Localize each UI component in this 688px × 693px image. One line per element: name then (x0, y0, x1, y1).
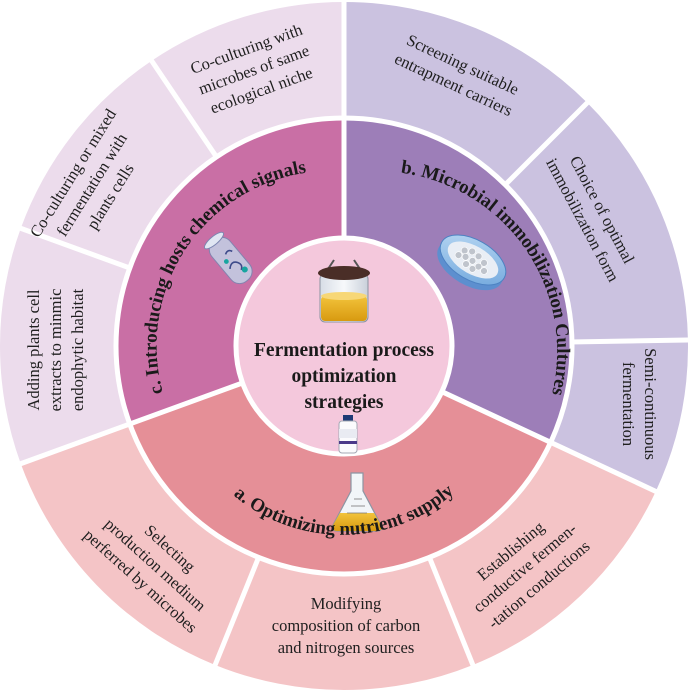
center-title-line-2: optimization (291, 366, 396, 387)
center-title-line-1: Fermentation process (254, 340, 434, 361)
outer-label-line: Adding plants cell (24, 289, 43, 410)
cell-tube-icon (203, 231, 253, 285)
outer-separator (18, 225, 133, 272)
outer-label-line: and nitrogen sources (278, 638, 415, 657)
outer-label-line: endophytic habitat (68, 288, 87, 411)
medium-bottle-icon (338, 415, 358, 454)
outer-separator (18, 420, 133, 467)
outer-segment-c3 (151, 2, 344, 157)
outer-label-b3: Semi-continuousfermentation (619, 348, 660, 460)
outer-segment-b1 (344, 2, 588, 185)
immobilization-dish-icon (437, 234, 507, 291)
ring-separators (18, 0, 688, 668)
outer-segment-b2 (505, 102, 688, 343)
outer-label-line: composition of carbon (272, 616, 420, 635)
outer-label-a2: Modifying composition of carbon and nitrog… (272, 594, 420, 657)
outer-separator (547, 439, 659, 495)
center-title-line-3: strategies (304, 392, 383, 413)
middle-separator (439, 388, 554, 446)
outer-label-line: Modifying (311, 594, 382, 613)
ring-boundary (113, 115, 575, 577)
outer-separator (426, 554, 476, 668)
middle-separator (127, 379, 246, 428)
outer-separator (212, 554, 262, 668)
outer-segment-c1 (0, 228, 130, 464)
outer-segment-a1 (20, 423, 259, 665)
flask-icon (331, 472, 383, 532)
outer-label-line: extracts to minmic (46, 289, 65, 412)
outer-label-line: fermentation (619, 362, 638, 446)
outer-separator (148, 57, 220, 161)
outer-segment-a3 (429, 442, 656, 665)
middle-sector-a (129, 382, 551, 575)
outer-segment-b3 (550, 339, 688, 492)
fermenter-icon (318, 259, 370, 323)
outer-separator (502, 99, 591, 188)
outer-separator (569, 337, 688, 345)
center-circle (233, 235, 455, 457)
outer-segment-a2 (215, 557, 473, 690)
outer-label-line: Semi-continuous (641, 348, 660, 460)
outer-segment-c2 (20, 60, 217, 269)
